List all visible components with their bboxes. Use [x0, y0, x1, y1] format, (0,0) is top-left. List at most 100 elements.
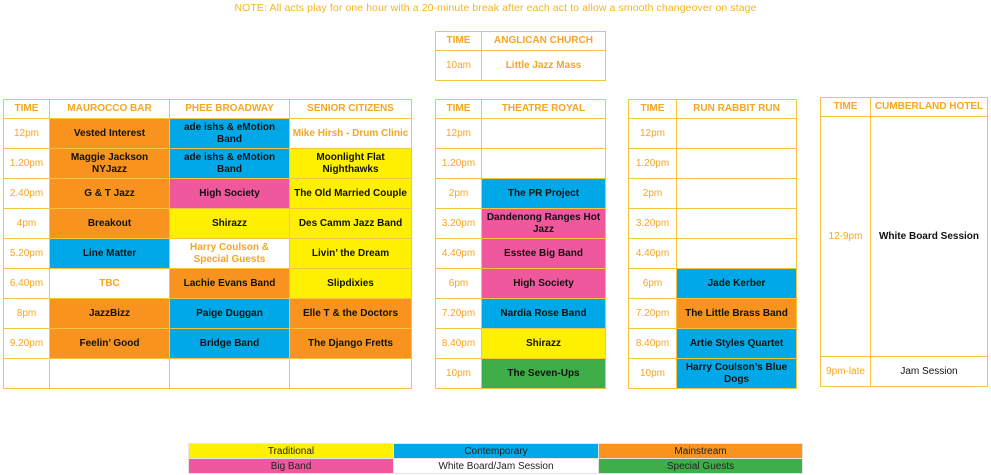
anglican-header: ANGLICAN CHURCH — [481, 31, 606, 51]
act-cell — [289, 358, 412, 389]
time-cell: 4.40pm — [435, 238, 482, 269]
act-cell — [676, 118, 797, 149]
legend-mainstream: Mainstream — [598, 443, 803, 459]
time-cell: 3.20pm — [435, 208, 482, 239]
time-cell: 6.40pm — [3, 268, 50, 299]
time-cell: 10pm — [435, 358, 482, 389]
act-cell — [481, 148, 606, 179]
act-cell: Shirazz — [481, 328, 606, 359]
act-cell: Feelin’ Good — [49, 328, 170, 359]
legend-traditional: Traditional — [188, 443, 394, 459]
legend-special: Special Guests — [598, 458, 803, 474]
time-cell: 5.20pm — [3, 238, 50, 269]
act-cell: Lachie Evans Band — [169, 268, 290, 299]
act-cell: The Seven-Ups — [481, 358, 606, 389]
time-cell: 8.40pm — [628, 328, 677, 359]
time-cell: 1.20pm — [3, 148, 50, 179]
time-cell: 2pm — [435, 178, 482, 209]
time-cell: 8.40pm — [435, 328, 482, 359]
table-row: 2pm — [628, 178, 797, 209]
table-row: 4.40pm — [628, 238, 797, 269]
time-cell: 9.20pm — [3, 328, 50, 359]
table-row: 5.20pm Line Matter Harry Coulson & Speci… — [3, 238, 412, 269]
maurocco-header: MAUROCCO BAR — [49, 99, 170, 119]
act-cell: Harry Coulson & Special Guests — [169, 238, 290, 269]
table-row: 8pm JazzBizz Paige Duggan Elle T & the D… — [3, 298, 412, 329]
table-row: 12pm Vested Interest ade ishs & eMotion … — [3, 118, 412, 149]
act-cell: Mike Hirsh - Drum Clinic — [289, 118, 412, 149]
time-cell: 4pm — [3, 208, 50, 239]
act-cell: JazzBizz — [49, 298, 170, 329]
act-cell: Esstee Big Band — [481, 238, 606, 269]
table-row: 1.20pm — [435, 148, 606, 179]
time-cell: 8pm — [3, 298, 50, 329]
legend-whiteboard: White Board/Jam Session — [393, 458, 599, 474]
act-cell: Paige Duggan — [169, 298, 290, 329]
time-cell: 6pm — [628, 268, 677, 299]
time-header: TIME — [435, 31, 482, 51]
act-cell: White Board Session — [870, 116, 988, 357]
act-cell — [169, 358, 290, 389]
rabbit-header: RUN RABBIT RUN — [676, 99, 797, 119]
time-cell: 1.20pm — [628, 148, 677, 179]
table-row: 2.40pm G & T Jazz High Society The Old M… — [3, 178, 412, 209]
time-cell: 10am — [435, 50, 482, 81]
table-row: 3.20pm — [628, 208, 797, 239]
act-cell: The PR Project — [481, 178, 606, 209]
table-row: 12pm — [628, 118, 797, 149]
time-cell: 10pm — [628, 358, 677, 389]
act-cell: Dandenong Ranges Hot Jazz — [481, 208, 606, 239]
act-cell: Jade Kerber — [676, 268, 797, 299]
act-cell — [676, 238, 797, 269]
table-row: 6.40pm TBC Lachie Evans Band Slipdixies — [3, 268, 412, 299]
time-cell: 12pm — [435, 118, 482, 149]
time-header: TIME — [820, 97, 871, 117]
act-cell: ade ishs & eMotion Band — [169, 148, 290, 179]
act-cell: Livin’ the Dream — [289, 238, 412, 269]
act-cell: High Society — [481, 268, 606, 299]
act-cell — [49, 358, 170, 389]
act-cell: Nardia Rose Band — [481, 298, 606, 329]
legend-bigband: Big Band — [188, 458, 394, 474]
schedule-note: NOTE: All acts play for one hour with a … — [234, 2, 757, 14]
time-cell: 3.20pm — [628, 208, 677, 239]
act-cell: Little Jazz Mass — [481, 50, 606, 81]
act-cell: Shirazz — [169, 208, 290, 239]
time-cell: 4.40pm — [628, 238, 677, 269]
time-cell: 9pm-late — [820, 356, 871, 387]
table-row: 4pm Breakout Shirazz Des Camm Jazz Band — [3, 208, 412, 239]
act-cell: Moonlight Flat Nighthawks — [289, 148, 412, 179]
cumberland-header: CUMBERLAND HOTEL — [870, 97, 988, 117]
anglican-church-table: TIME ANGLICAN CHURCH 10am Little Jazz Ma… — [435, 31, 606, 81]
table-row — [3, 358, 412, 389]
act-cell: Elle T & the Doctors — [289, 298, 412, 329]
time-cell: 7.20pm — [628, 298, 677, 329]
time-header: TIME — [435, 99, 482, 119]
act-cell: The Little Brass Band — [676, 298, 797, 329]
act-cell — [676, 178, 797, 209]
act-cell: Slipdixies — [289, 268, 412, 299]
act-cell: Vested Interest — [49, 118, 170, 149]
act-cell: Line Matter — [49, 238, 170, 269]
act-cell: Artie Styles Quartet — [676, 328, 797, 359]
act-cell: Des Camm Jazz Band — [289, 208, 412, 239]
main-stages-table: TIME MAUROCCO BAR PHEE BROADWAY SENIOR C… — [3, 99, 412, 389]
time-header: TIME — [3, 99, 50, 119]
act-cell — [481, 118, 606, 149]
time-cell: 6pm — [435, 268, 482, 299]
phee-header: PHEE BROADWAY — [169, 99, 290, 119]
act-cell: Harry Coulson’s Blue Dogs — [676, 358, 797, 389]
senior-header: SENIOR CITIZENS — [289, 99, 412, 119]
table-row: 12pm — [435, 118, 606, 149]
act-cell: Jam Session — [870, 356, 988, 387]
act-cell: Bridge Band — [169, 328, 290, 359]
